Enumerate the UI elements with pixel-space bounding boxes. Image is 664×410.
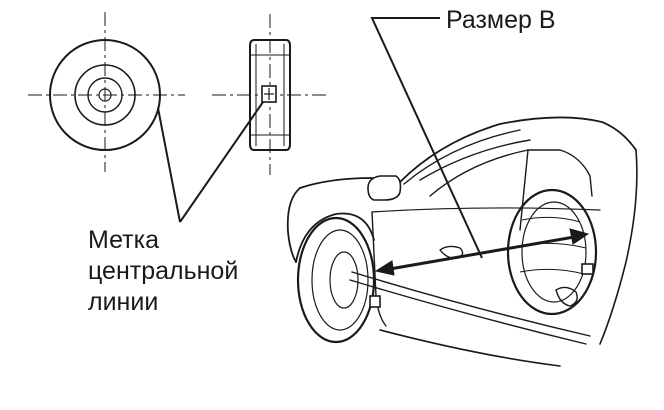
rear-tread-1 [521, 216, 581, 223]
dimension-b-leader [370, 17, 483, 259]
door-handle [439, 245, 464, 260]
windshield-edge [403, 129, 521, 185]
rear-tread-3 [519, 268, 585, 275]
leader-from-front-wheel [157, 107, 181, 223]
front-wheel-arch [295, 212, 375, 263]
rear-wheel-centerline-mark [581, 263, 594, 275]
rear-brake-caliper [555, 286, 578, 307]
side-molding-lower [349, 279, 587, 345]
side-molding-upper [351, 271, 591, 337]
belt-line [371, 207, 601, 213]
dimension-b-line [383, 234, 581, 272]
centerline-mark-label-line-3: линии [88, 288, 159, 316]
car-front-wheel [296, 216, 381, 344]
front-wheel-centerline-mark [369, 295, 381, 308]
dimension-b-arrow-right [569, 228, 590, 245]
leader-from-side-mark [179, 101, 264, 223]
side-mirror [367, 175, 402, 201]
tire-side-profile [249, 39, 291, 151]
rear-tire [506, 188, 598, 316]
car-body [286, 116, 638, 367]
dimension-b-arrow-left [374, 260, 395, 276]
wheel-front-view [28, 12, 185, 172]
rear-quarter-outline [599, 149, 638, 345]
centerline-mark-label: Метка центральной линии [88, 225, 238, 318]
front-fender-outline [286, 187, 301, 263]
centerline-mark-label-line-1: Метка [88, 226, 160, 254]
b-pillar [519, 149, 529, 231]
side-window [429, 149, 593, 197]
front-tire-inner [311, 229, 369, 331]
a-pillar [419, 139, 531, 181]
front-rim [329, 251, 359, 309]
front-tire [296, 216, 376, 344]
dimension-b [370, 17, 590, 276]
size-b-label: Размер B [446, 6, 556, 34]
roof-line [399, 116, 637, 183]
centerline-leader-lines [157, 101, 264, 223]
rocker-panel [379, 329, 561, 367]
hood-line [299, 177, 401, 189]
wheel-side-view [212, 14, 326, 175]
centerline-mark-label-line-2: центральной [88, 257, 239, 285]
rear-tire-inner [521, 201, 587, 303]
